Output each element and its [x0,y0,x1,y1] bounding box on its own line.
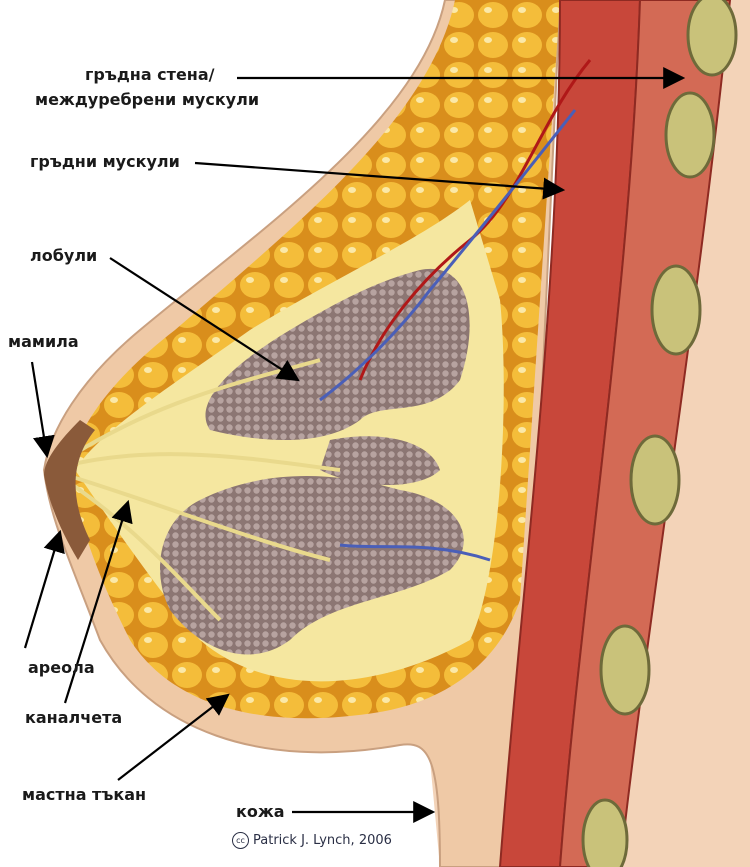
label-skin: кожа [236,802,285,821]
ribs [581,0,738,867]
nipple-areola [44,420,95,560]
creative-commons-icon: cc [232,832,249,849]
vein [319,109,577,402]
label-intercostal-muscles: междуребрени мускули [35,90,260,109]
leader-arrows [23,67,686,823]
label-nipple: мамила [8,332,79,351]
label-pectoral-muscles: гръдни мускули [30,152,180,171]
credit-text: Patrick J. Lynch, 2006 [253,833,392,848]
label-fat-tissue: мастна тъкан [22,785,147,804]
label-lobules: лобули [30,246,98,265]
vein-lower [339,543,491,562]
credit: cc Patrick J. Lynch, 2006 [232,832,392,849]
label-chest-wall: гръдна стена/ [85,65,215,84]
label-areola: ареола [28,658,95,677]
label-ducts: каналчета [25,708,123,727]
lobules [160,268,470,655]
